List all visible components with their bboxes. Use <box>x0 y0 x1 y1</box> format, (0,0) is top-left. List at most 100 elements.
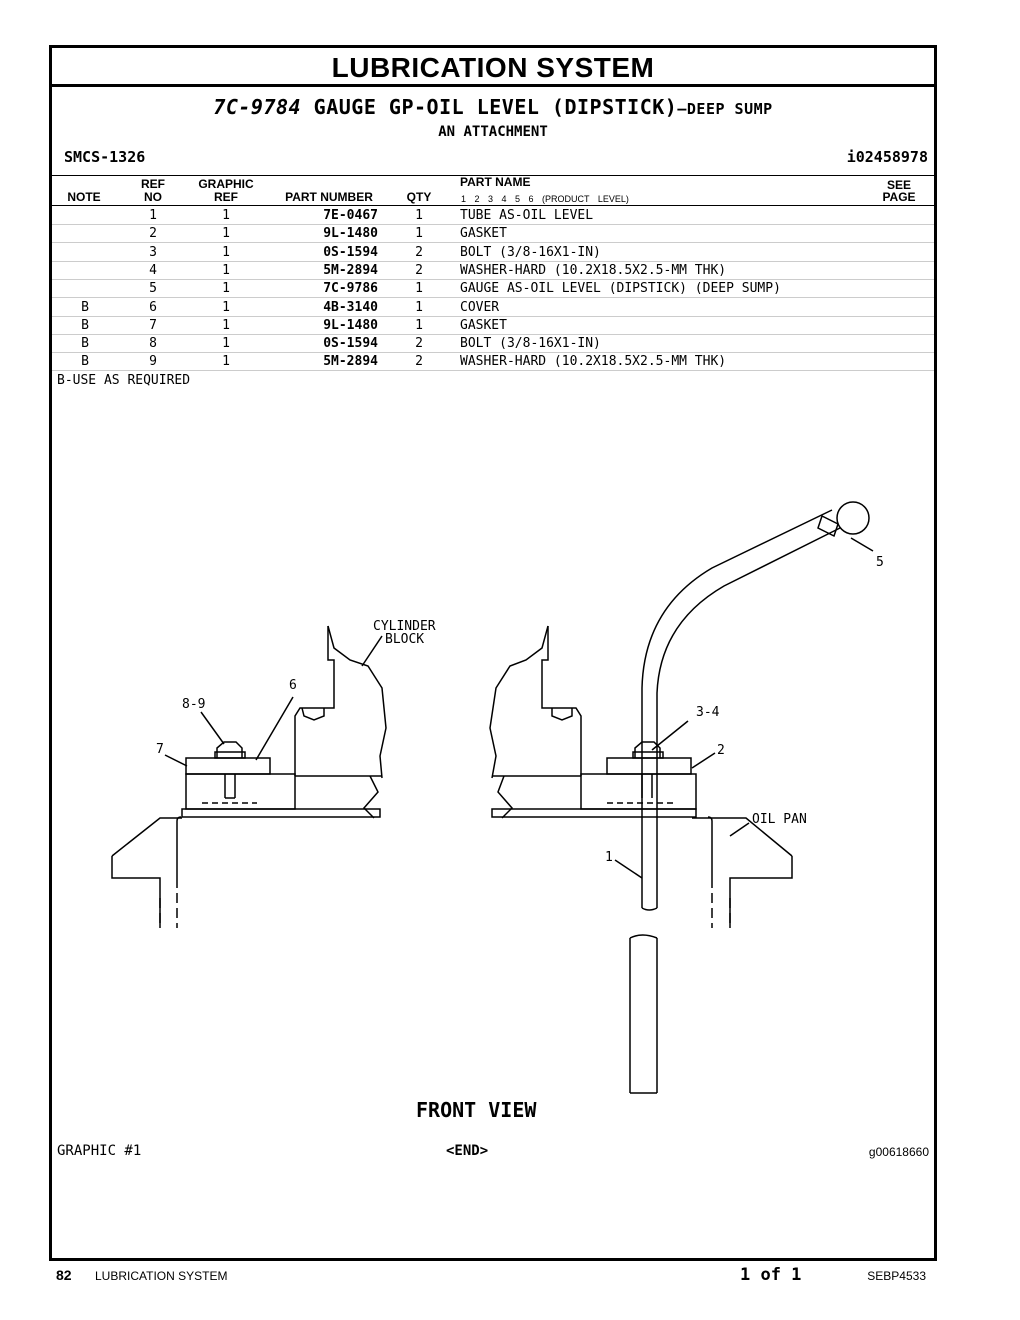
table-row: B 8 1 0S-1594 2 BOLT (3/8-16X1-IN) <box>52 334 934 354</box>
callout-8-9: 8-9 <box>182 697 205 712</box>
table-row: B 7 1 9L-1480 1 GASKET <box>52 316 934 335</box>
header-product-levels: 1 2 3 4 5 6 (PRODUCT LEVEL) <box>461 194 629 204</box>
qty-cell: 1 <box>415 281 423 297</box>
part-name-cell: GAUGE AS-OIL LEVEL (DIPSTICK) (DEEP SUMP… <box>460 281 781 297</box>
ref-no-cell: 4 <box>149 262 157 278</box>
part-number-cell: 5M-2894 <box>323 262 378 278</box>
group-title: 7C-9784 GAUGE GP-OIL LEVEL (DIPSTICK)—DE… <box>52 95 934 119</box>
smcs-code: SMCS-1326 <box>64 148 146 166</box>
callout-1: 1 <box>605 850 613 865</box>
footer-page-of: 1 of 1 <box>740 1265 802 1285</box>
qty-cell: 1 <box>415 226 423 242</box>
callout-6: 6 <box>289 678 297 693</box>
header-part-name: PART NAME <box>460 175 531 189</box>
right-assembly <box>489 501 870 1094</box>
end-label: <END> <box>446 1143 489 1159</box>
ref-no-cell: 9 <box>149 354 157 370</box>
header-ref-no-2: NO <box>144 190 162 204</box>
graphic-id: g00618660 <box>868 1145 929 1159</box>
part-name-cell: WASHER-HARD (10.2X18.5X2.5-MM THK) <box>460 354 727 370</box>
ref-no-cell: 5 <box>149 281 157 297</box>
cylinder-label-1: CYLINDER <box>373 619 436 634</box>
qty-cell: 2 <box>415 336 423 352</box>
header-bottom-rule <box>52 205 934 206</box>
part-number-cell: 0S-1594 <box>323 244 378 260</box>
oil-pan-label: OIL PAN <box>752 812 807 827</box>
ref-no-cell: 3 <box>149 244 157 260</box>
header-qty: QTY <box>406 190 432 204</box>
footer-section: LUBRICATION SYSTEM <box>95 1269 228 1283</box>
graphic-ref-cell: 1 <box>222 299 230 315</box>
callout-7: 7 <box>156 742 164 757</box>
part-number-cell: 4B-3140 <box>323 299 378 315</box>
part-name-cell: GASKET <box>460 226 507 242</box>
exploded-drawing: 5 3-4 2 1 6 8-9 7 CYLINDER BLOCK OIL PAN… <box>111 501 884 1122</box>
note-cell: B <box>81 336 89 352</box>
part-number-cell: 0S-1594 <box>323 336 378 352</box>
graphic-ref-cell: 1 <box>222 226 230 242</box>
note-cell: B <box>81 317 89 333</box>
part-name-cell: GASKET <box>460 317 507 333</box>
part-number-cell: 7C-9786 <box>323 281 378 297</box>
table-row: 5 1 7C-9786 1 GAUGE AS-OIL LEVEL (DIPSTICK) … <box>52 279 934 299</box>
graphic-ref-cell: 1 <box>222 262 230 278</box>
table-row: B 9 1 5M-2894 2 WASHER-HARD (10.2X18.5X2.5-MM… <box>52 352 934 372</box>
part-number-cell: 9L-1480 <box>323 226 378 242</box>
attachment-label: AN ATTACHMENT <box>438 124 548 140</box>
ref-no-cell: 8 <box>149 336 157 352</box>
group-part-number: 7C-9784 <box>213 95 302 119</box>
graphic-ref-cell: 1 <box>222 208 230 223</box>
ref-no-cell: 1 <box>149 208 157 223</box>
qty-cell: 1 <box>415 208 423 223</box>
footer-document: SEBP4533 <box>867 1269 926 1283</box>
footnote: B-USE AS REQUIRED <box>57 373 191 388</box>
callout-2: 2 <box>717 743 725 758</box>
qty-cell: 2 <box>415 262 423 278</box>
left-assembly <box>111 625 387 928</box>
table-row: 3 1 0S-1594 2 BOLT (3/8-16X1-IN) <box>52 243 934 262</box>
ref-no-cell: 7 <box>149 317 157 333</box>
ref-no-cell: 6 <box>149 299 157 315</box>
header-see-page-2: PAGE <box>882 190 916 204</box>
group-name: GAUGE GP-OIL LEVEL (DIPSTICK) <box>313 95 678 119</box>
part-name-cell: COVER <box>460 299 500 315</box>
document-ident: i02458978 <box>846 148 928 166</box>
part-name-cell: BOLT (3/8-16X1-IN) <box>460 244 601 260</box>
header-part-number: PART NUMBER <box>285 190 373 204</box>
part-number-cell: 5M-2894 <box>323 354 378 370</box>
callout-leaders <box>164 537 874 879</box>
qty-cell: 2 <box>415 354 423 370</box>
graphic-ref-cell: 1 <box>222 281 230 297</box>
part-name-cell: TUBE AS-OIL LEVEL <box>460 208 594 223</box>
graphic-ref-cell: 1 <box>222 354 230 370</box>
header-note: NOTE <box>67 190 101 204</box>
header-ref-no-1: REF <box>141 177 165 191</box>
graphic-ref-cell: 1 <box>222 244 230 260</box>
graphic-ref-cell: 1 <box>222 336 230 352</box>
cylinder-label-2: BLOCK <box>385 632 424 647</box>
part-number-cell: 9L-1480 <box>323 317 378 333</box>
callout-5: 5 <box>876 555 884 570</box>
table-row: 4 1 5M-2894 2 WASHER-HARD (10.2X18.5X2.5-MM … <box>52 261 934 280</box>
part-name-cell: BOLT (3/8-16X1-IN) <box>460 336 601 352</box>
part-name-cell: WASHER-HARD (10.2X18.5X2.5-MM THK) <box>460 262 727 278</box>
note-cell: B <box>81 299 89 315</box>
section-title: LUBRICATION SYSTEM <box>52 48 934 87</box>
header-see-page-1: SEE <box>886 178 911 192</box>
qty-cell: 2 <box>415 244 423 260</box>
graphic-label: GRAPHIC #1 <box>57 1143 142 1159</box>
callout-3-4: 3-4 <box>696 705 720 720</box>
page-frame: LUBRICATION SYSTEM 7C-9784 GAUGE GP-OIL … <box>49 45 937 1261</box>
qty-cell: 1 <box>415 317 423 333</box>
header-graphic-ref-1: GRAPHIC <box>198 177 254 191</box>
qty-cell: 1 <box>415 299 423 315</box>
note-cell: B <box>81 354 89 370</box>
header-top-rule <box>52 175 934 176</box>
footer-page-number: 82 <box>56 1267 72 1283</box>
view-label: FRONT VIEW <box>416 1098 537 1122</box>
ref-no-cell: 2 <box>149 226 157 242</box>
table-row: 2 1 9L-1480 1 GASKET <box>52 224 934 244</box>
graphic-ref-cell: 1 <box>222 317 230 333</box>
table-row: B 6 1 4B-3140 1 COVER <box>52 298 934 317</box>
